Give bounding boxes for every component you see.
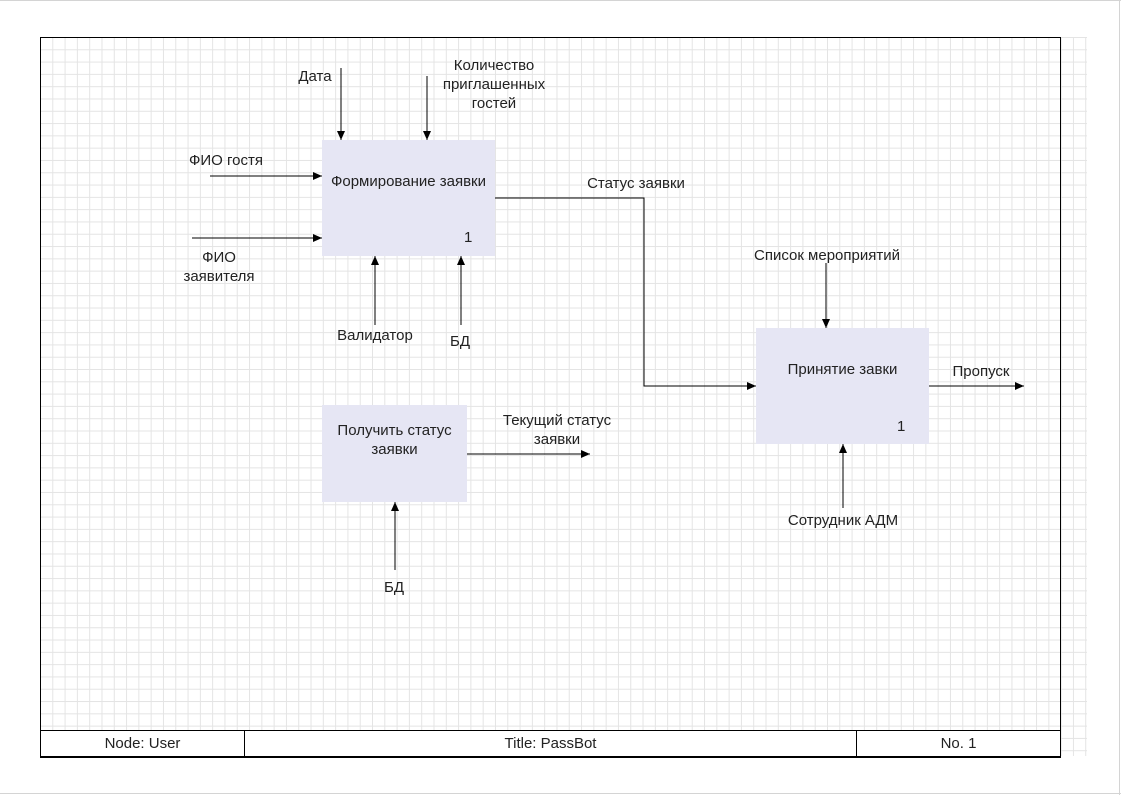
accept-request-label: Принятие завки	[787, 361, 898, 378]
label-date: Дата	[298, 68, 332, 85]
label-request-status: Статус заявки	[587, 175, 685, 192]
label-db-bottom: БД	[383, 579, 404, 596]
diagram-grid	[40, 37, 1087, 756]
arrow-request-status	[495, 197, 756, 390]
label-events-list: Список мероприятий	[753, 247, 900, 264]
form-request-number: 1	[464, 229, 473, 246]
function-box-get-status[interactable]: Получить статус заявки	[322, 405, 467, 502]
page-bottom-edge	[0, 793, 1121, 794]
label-current-status: Текущий статус заявки	[502, 412, 612, 448]
label-db-top: БД	[449, 333, 470, 350]
form-request-label: Формирование заявки	[330, 173, 487, 190]
label-guest-name: ФИО гостя	[189, 152, 263, 169]
label-applicant-name: ФИО заявителя	[183, 249, 255, 285]
function-box-form-request[interactable]: Формирование заявки 1	[322, 140, 495, 256]
label-pass: Пропуск	[952, 363, 1010, 380]
footer-number: No. 1	[940, 735, 977, 752]
footer-title: Title: PassBot	[245, 731, 857, 756]
label-validator: Валидатор	[337, 327, 413, 344]
function-box-accept-request[interactable]: Принятие завки 1	[756, 328, 929, 444]
title-block: Node: User Title: PassBot No. 1	[40, 730, 1061, 757]
diagram-frame	[40, 37, 1061, 758]
footer-node: Node: User	[41, 731, 245, 756]
page-right-edge	[1119, 0, 1120, 795]
label-adm-employee: Сотрудник АДМ	[787, 512, 899, 529]
get-status-label: Получить статус заявки	[337, 422, 452, 458]
page-top-edge	[0, 0, 1121, 1]
label-guest-count: Количество приглашенных гостей	[442, 57, 546, 112]
accept-request-number: 1	[897, 418, 906, 435]
